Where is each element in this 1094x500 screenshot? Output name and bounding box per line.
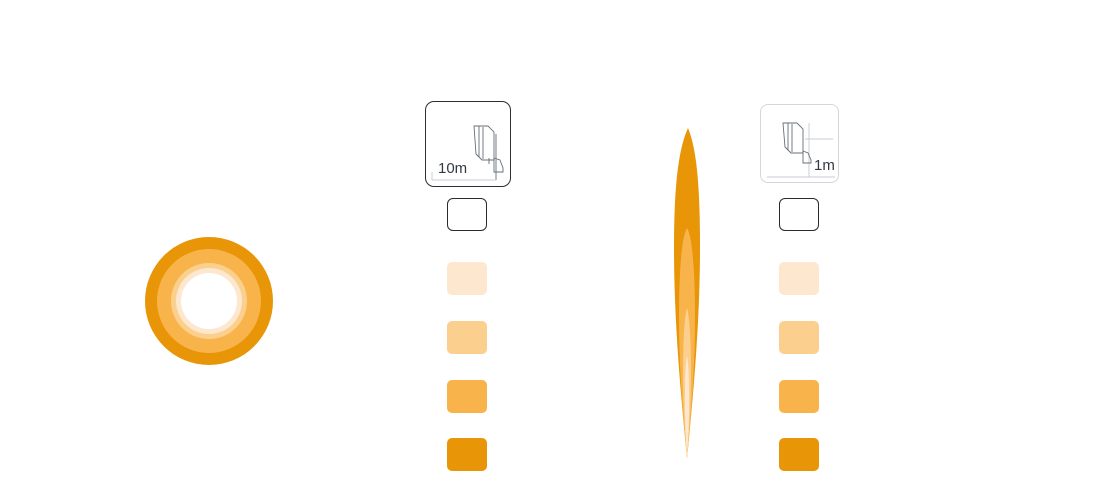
legend-swatch-level-1: [447, 262, 487, 295]
light-beam-shape: [672, 128, 702, 458]
legend-swatch-level-3: [779, 380, 819, 413]
distance-label: 10m: [438, 160, 468, 177]
distance-card-1m: 1m: [760, 104, 839, 183]
beam-graphic: [674, 128, 700, 458]
wall-lamp-10m-icon: [431, 125, 504, 181]
legend-swatch-outline: [779, 198, 819, 231]
rings-graphic: [145, 237, 273, 365]
legend-swatch-level-4: [447, 438, 487, 471]
wall-lamp-1m-icon: [767, 122, 835, 178]
light-intensity-rings: [145, 237, 273, 365]
legend-swatch-level-1: [779, 262, 819, 295]
ring-center: [181, 273, 237, 329]
legend-swatch-level-2: [779, 321, 819, 354]
distance-label: 1m: [814, 157, 835, 174]
legend-swatch-level-4: [779, 438, 819, 471]
distance-card-10m: 10m: [425, 101, 511, 187]
beam-core: [685, 356, 689, 456]
legend-swatch-outline: [447, 198, 487, 231]
legend-swatch-level-3: [447, 380, 487, 413]
legend-swatch-level-2: [447, 321, 487, 354]
